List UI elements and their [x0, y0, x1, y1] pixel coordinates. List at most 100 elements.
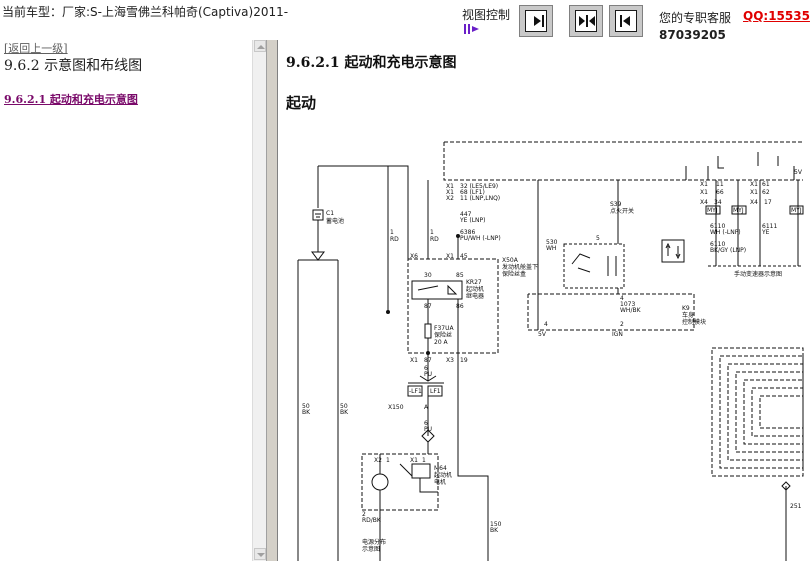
triangle-left-icon	[620, 15, 630, 27]
label-x50a-desc1: 发动机舱盖下	[502, 263, 538, 271]
label-wire-50b: 50	[340, 403, 348, 410]
label-wire-2-color: RD/BK	[362, 517, 382, 524]
label-wire-50a: 50	[302, 403, 310, 410]
wiring-diagram: C1 蓄电池 1 RD 1 RD X1 X1 X2 32 (LE5/LE9) 6…	[297, 141, 804, 561]
label-kr27-desc1: 起动机	[466, 285, 484, 293]
label-x1-right-a: X1	[700, 181, 708, 188]
label-wire-50b-color: BK	[340, 409, 349, 416]
chevron-down-icon	[257, 553, 265, 557]
label-s39-desc: 点火开关	[610, 207, 634, 215]
label-x50a-desc2: 保险丝盒	[502, 270, 526, 278]
label-s39: S39	[610, 201, 622, 208]
label-wire-447-color: YE (LNP)	[459, 217, 486, 224]
top-toolbar: 当前车型：厂家:S-上海雪佛兰科帕奇(Captiva)2011- 视图控制 您的…	[0, 0, 810, 42]
label-pin-1a: 1	[386, 457, 390, 464]
document-subheading: 起动	[286, 94, 317, 112]
label-pin-87: 87	[424, 303, 432, 310]
label-wire-50a-color: BK	[302, 409, 311, 416]
label-wire-6110c: 6110	[710, 241, 725, 248]
toc-link-starting-charging[interactable]: 9.6.2.1 起动和充电示意图	[4, 93, 138, 106]
label-pin-17: 17	[764, 199, 772, 206]
label-pin-4: 4	[620, 295, 624, 302]
label-c1: C1	[326, 210, 334, 217]
label-pin-11b: 11	[716, 181, 724, 188]
label-x6: X6	[410, 253, 418, 260]
scroll-down-button[interactable]	[254, 548, 266, 560]
label-x2-11: X2	[446, 195, 454, 202]
label-x1-right-b: X1	[700, 189, 708, 196]
chevron-up-icon	[257, 45, 265, 49]
label-pin-61: 61	[762, 181, 770, 188]
label-wire-6b: 6	[424, 420, 428, 427]
label-5v: 5V	[538, 331, 547, 338]
qq-contact-link[interactable]: QQ:15535	[743, 9, 810, 23]
label-m64-desc2: 电机	[434, 478, 446, 486]
label-wire-150-color: BK	[490, 527, 499, 534]
qq-number-text: 87039205	[659, 28, 726, 42]
label-pin-2: 2	[620, 321, 624, 328]
label-power-distribution-2: 示意图	[362, 545, 380, 553]
label-x1-right-c: X1	[750, 181, 758, 188]
label-pin-a: A	[424, 404, 429, 411]
label-wire-6386: 6386	[460, 229, 475, 236]
label-wire-1073-color: WH/BK	[620, 307, 642, 314]
label-pin-68: 68 (LF1)	[460, 189, 485, 196]
double-triangle-icon	[579, 15, 595, 27]
label-lf1: LF1	[430, 388, 441, 395]
label-pin-45: 45	[460, 253, 468, 260]
section-title: 9.6.2 示意图和布线图	[4, 58, 143, 74]
label-x1-32: X1	[446, 183, 454, 190]
label-m64: M64	[434, 465, 447, 472]
view-expand-right-button[interactable]	[519, 5, 553, 37]
label-pin-4b: 4	[544, 321, 548, 328]
label-wire-447: 447	[460, 211, 472, 218]
view-control-indicator-icon	[464, 24, 479, 34]
label-wire-530-color: WH	[546, 245, 556, 252]
label-wire-6: 6	[424, 365, 428, 372]
label-pin-62: 62	[762, 189, 770, 196]
label-pin-66: 66	[716, 189, 724, 196]
back-link[interactable]: [返回上一级]	[4, 42, 68, 55]
label-pin-87b: 87	[424, 357, 432, 364]
label-f37ua: F37UA	[434, 325, 454, 332]
label-k9: K9	[682, 305, 690, 312]
view-split-center-button[interactable]	[569, 5, 603, 37]
label-kr27-desc2: 继电器	[466, 292, 484, 300]
triangle-right-icon	[534, 15, 544, 27]
label-pin-86: 86	[456, 303, 464, 310]
label-wire-6110: 6110	[710, 223, 725, 230]
label-k9-desc2: 控制模块	[682, 318, 706, 326]
label-pin-34: 34	[714, 199, 722, 206]
label-wire-2: 2	[362, 511, 366, 518]
label-pin-11: 11 (LNP,LNQ)	[460, 195, 500, 202]
label-myj-3: MYJ	[791, 207, 802, 214]
label-myj-2: MYJ	[733, 207, 744, 214]
label-pin-32: 32 (LE5/LE9)	[460, 183, 498, 190]
navigation-pane: [返回上一级] 9.6.2 示意图和布线图 9.6.2.1 起动和充电示意图	[0, 40, 266, 561]
pane-splitter[interactable]	[266, 40, 278, 561]
label-wire-6110c-color: BK/GY (LNP)	[710, 247, 746, 254]
label-k9-desc1: 车身	[682, 311, 694, 319]
left-scrollbar[interactable]	[252, 40, 266, 561]
label-pin-1b: 1	[422, 457, 426, 464]
label-x3: X3	[446, 357, 454, 364]
label-ign: IGN	[612, 331, 623, 338]
label-x1-68: X1	[446, 189, 454, 196]
label-pin-85: 85	[456, 272, 464, 279]
label-x1-87: X1	[410, 357, 418, 364]
label-wire-6386-color: PU/WH (-LNP)	[460, 235, 501, 242]
label-x150: X150	[388, 404, 404, 411]
label-x50a: X50A	[502, 257, 519, 264]
label-wire-1073: 1073	[620, 301, 635, 308]
document-heading: 9.6.2.1 起动和充电示意图	[286, 55, 457, 71]
view-expand-left-button[interactable]	[609, 5, 643, 37]
scroll-up-button[interactable]	[254, 40, 266, 52]
label-w1b-color: RD	[430, 236, 439, 243]
label-x1-right-d: X1	[750, 189, 758, 196]
label-myj-1: MYJ	[707, 207, 718, 214]
label-wire-530: 530	[546, 239, 558, 246]
label-pin-30: 30	[424, 272, 432, 279]
label-battery: 蓄电池	[326, 217, 344, 225]
label-x1-45: X1	[446, 253, 454, 260]
label-w1b: 1	[430, 229, 434, 236]
